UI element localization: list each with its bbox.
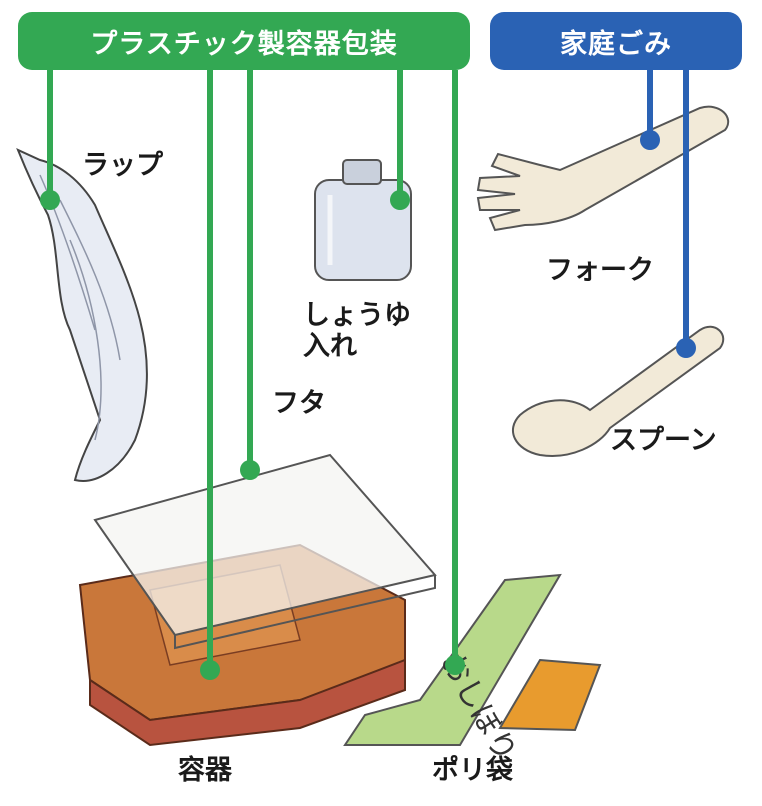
spoon-label: スプーン — [610, 425, 717, 456]
household-connector-dots — [640, 130, 696, 358]
spoon-illustration — [511, 325, 725, 457]
plastic-wrap-illustration — [16, 148, 148, 482]
lid-label: フタ — [272, 388, 326, 419]
fork-label: フォーク — [546, 255, 654, 286]
plastic-connector-lines — [47, 70, 458, 670]
plastic-category-label: プラスチック製容器包装 — [18, 12, 470, 70]
container-label: 容器 — [178, 755, 232, 786]
household-connector-lines — [647, 70, 689, 348]
soy-sauce-container-illustration — [314, 159, 412, 281]
wrap-label: ラップ — [82, 150, 163, 181]
household-category-label: 家庭ごみ — [490, 12, 742, 70]
soy-sauce-container-label: しょうゆ 入れ — [303, 300, 411, 363]
plastic-bag-label: ポリ袋 — [432, 755, 513, 786]
plastic-connector-dots — [40, 190, 465, 680]
fork-illustration — [476, 105, 730, 232]
